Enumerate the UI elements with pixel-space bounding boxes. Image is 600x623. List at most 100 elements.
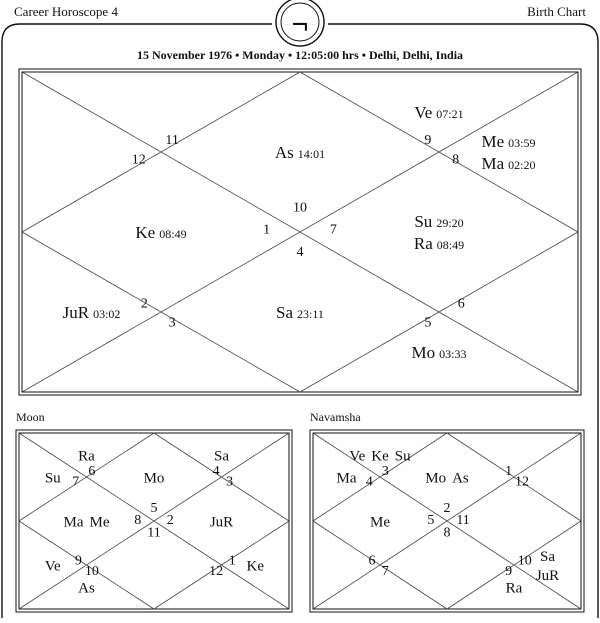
house-sign-number: 7 [382,564,389,579]
house-sign-number: 4 [366,474,373,489]
planet-degree: 14:01 [298,147,325,161]
planet-name: Ke [371,448,389,464]
navamsha-chart-title: Navamsha [310,410,361,424]
planet-group: Ra [506,580,523,596]
house-sign-number: 10 [85,564,99,579]
house-sign-number: 12 [209,564,223,579]
house-6: 9Ra [505,564,523,596]
planet-name: Me [481,132,504,151]
house-8: 7 [382,564,389,579]
chart-division-line [153,520,290,610]
birth-info: 15 November 1976 • Monday • 12:05:00 hrs… [137,48,463,62]
planet-name: Ke [135,223,155,242]
house-sign-number: 8 [444,525,451,540]
chart-badge: ¬ [275,0,325,47]
house-4: 11 [456,513,469,528]
house-12: 11 [165,133,178,148]
planet-name: Me [370,514,390,530]
planet-name: Mo [412,343,436,362]
planet-name: Su [414,212,432,231]
planet-name: Me [90,514,110,530]
house-6: 12 [209,564,223,579]
house-sign-number: 6 [458,296,465,311]
planet-name: Su [395,448,411,464]
planet-name: As [78,580,95,596]
house-sign-number: 12 [132,152,146,167]
house-sign-number: 2 [167,513,174,528]
chart-division-line [299,231,579,393]
house-5: 6 [458,296,465,311]
house-sign-number: 3 [226,474,233,489]
house-sign-number: 4 [213,464,220,479]
chart-outer-border [15,429,293,613]
house-sign-number: 3 [382,464,389,479]
planet-name: Ma [481,154,504,173]
house-sign-number: 11 [147,525,160,540]
house-sign-number: 6 [368,554,375,569]
house-sign-number: 10 [518,554,532,569]
planet-name: Su [45,470,61,486]
planet-name: Sa [276,303,293,322]
chart-division-line [18,432,155,522]
house-sign-number: 5 [151,501,158,516]
planet-degree: 03:02 [93,307,120,321]
house-11: 7Su [45,470,79,489]
house-sign-number: 5 [427,513,434,528]
planet-degree: 03:59 [508,136,535,150]
house-sign-number: 9 [505,564,512,579]
planet-degree: 08:49 [437,238,464,252]
house-1: 5 Mo [144,470,165,516]
house-sign-number: 9 [75,554,82,569]
house-11: 12 [132,152,146,167]
house-sign-number: 5 [424,316,431,331]
chart-division-line [21,71,301,233]
planet-name: JuR [210,514,233,530]
house-9: 9 Ve [45,554,82,575]
house-sign-number: 1 [505,464,512,479]
planet-name: Ve [45,558,61,574]
chart-division-line [21,71,579,393]
planet-entry: Me 03:59 [481,132,535,151]
planet-name: Ke [247,558,265,574]
house-7: 11 [147,525,160,540]
planet-name: Ma [64,514,84,530]
planet-group: Mo [144,470,165,486]
chart-division-line [312,520,448,610]
planet-degree: 03:33 [439,347,466,361]
badge-symbol: ¬ [291,8,308,41]
house-3: 12 [515,474,529,489]
chart-outer-border [309,429,585,613]
chart-division-line [446,432,582,522]
planet-degree: 07:21 [436,107,463,121]
chart-division-line [153,432,290,522]
house-sign-number: 10 [293,200,307,215]
house-sign-number: 4 [297,245,304,260]
house-sign-number: 11 [165,133,178,148]
planet-name: Sa [540,549,555,565]
house-9: 6 [368,554,375,569]
chart-outer-border [18,68,582,396]
chart-division-line [446,520,582,610]
planet-degree: 23:11 [297,307,324,321]
house-sign-number: 6 [88,464,95,479]
page-frame [1,23,599,618]
chart-division-line [18,520,155,610]
